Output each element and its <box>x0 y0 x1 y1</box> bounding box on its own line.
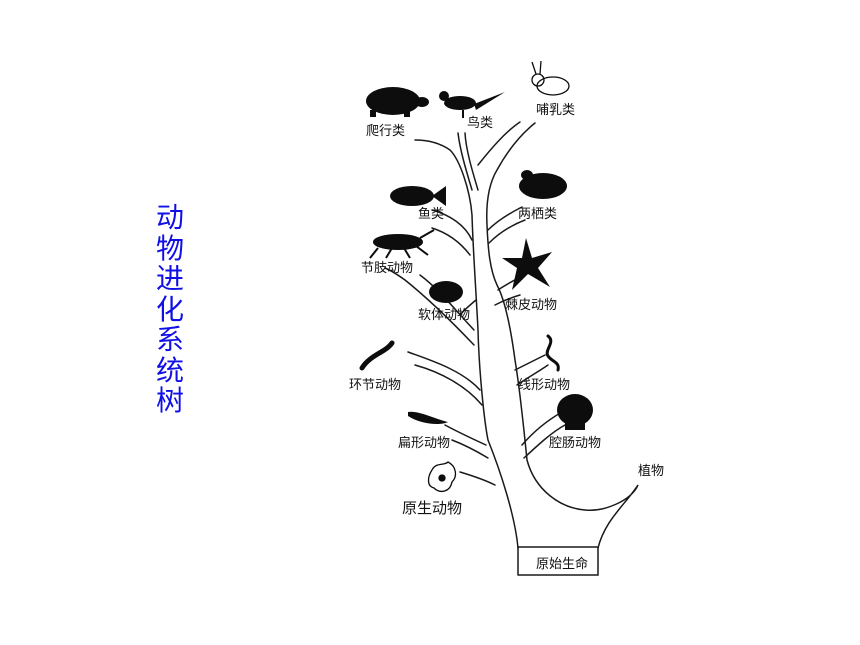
flatworm-icon <box>408 411 448 424</box>
label-arthropods: 节肢动物 <box>361 260 413 276</box>
reptile-icon <box>366 87 429 117</box>
label-mollusks: 软体动物 <box>418 308 470 323</box>
label-annelids: 环节动物 <box>349 378 401 393</box>
label-reptiles: 爬行类 <box>366 124 405 139</box>
label-flatworms: 扁形动物 <box>398 436 450 451</box>
diagram-title: 动物进化系统树 <box>155 201 184 417</box>
bird-icon <box>439 91 505 118</box>
rabbit-icon <box>531 60 570 96</box>
tree-branches <box>384 121 639 576</box>
starfish-icon <box>502 238 552 290</box>
cnidarian-icon <box>557 394 593 430</box>
label-cnidarians: 腔肠动物 <box>549 436 601 451</box>
nematode-icon <box>545 334 560 372</box>
protozoa-icon <box>427 461 457 493</box>
insect-icon <box>369 229 435 259</box>
fish-icon <box>390 186 446 206</box>
label-nematodes: 线形动物 <box>518 378 570 393</box>
label-birds: 鸟类 <box>467 115 493 131</box>
worm-icon <box>359 340 395 371</box>
label-protozoa: 原生动物 <box>402 499 462 517</box>
label-echinoderms: 棘皮动物 <box>505 298 557 313</box>
label-fish: 鱼类 <box>418 206 444 222</box>
label-origin: 原始生命 <box>536 556 588 572</box>
label-mammals: 哺乳类 <box>536 103 575 118</box>
mollusk-icon <box>429 281 463 303</box>
label-plants: 植物 <box>638 464 664 479</box>
frog-icon <box>519 170 567 199</box>
label-amphibians: 两栖类 <box>518 207 557 222</box>
